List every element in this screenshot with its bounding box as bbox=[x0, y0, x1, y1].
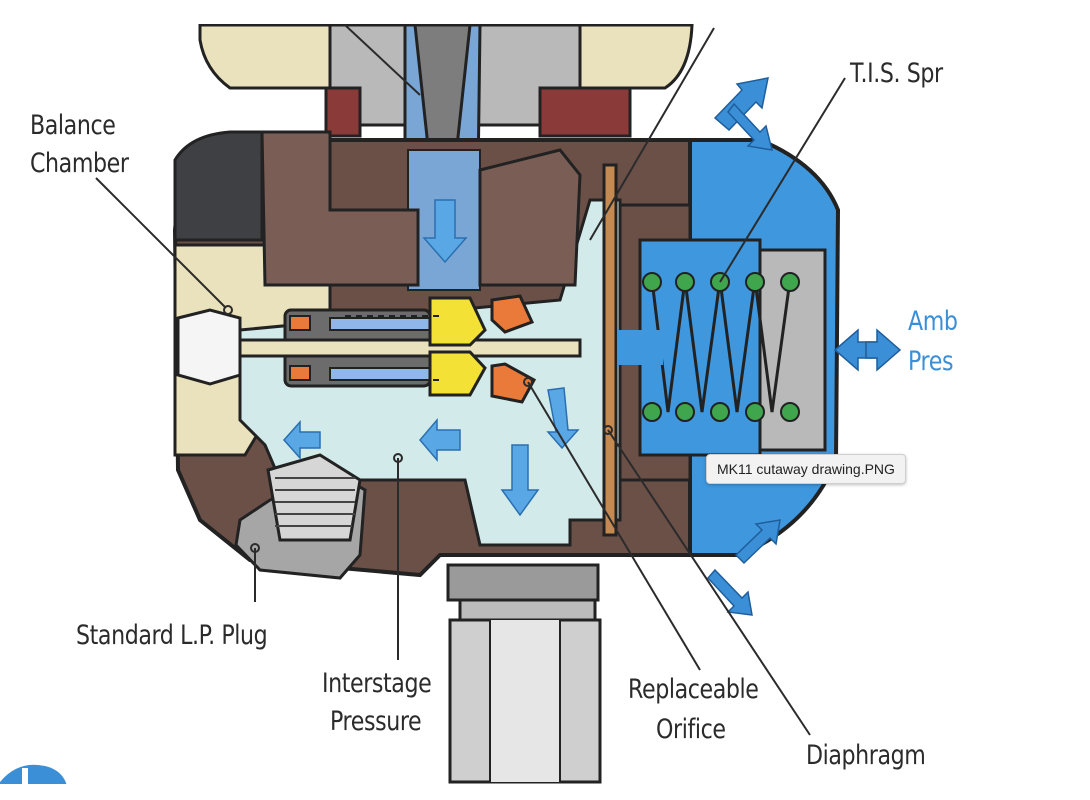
label-diaphragm: Diaphragm bbox=[806, 740, 926, 771]
ambient-arrows bbox=[706, 77, 902, 616]
label-replaceable-line2: Orifice bbox=[656, 714, 726, 745]
label-ambient-line2: Pres bbox=[908, 346, 954, 377]
label-standard-lp-plug: Standard L.P. Plug bbox=[76, 620, 268, 651]
label-balance-chamber-line2: Chamber bbox=[30, 148, 129, 179]
crop-mask bbox=[955, 0, 1090, 800]
label-ambient-line1: Amb bbox=[908, 306, 958, 337]
label-balance-chamber-line1: Balance bbox=[30, 110, 116, 141]
lp-plug bbox=[234, 453, 367, 580]
label-interstage-line1: Interstage bbox=[322, 668, 432, 699]
label-replaceable-line1: Replaceable bbox=[628, 674, 759, 705]
diaphragm-part bbox=[602, 163, 618, 537]
label-tis-spring: T.I.S. Spr bbox=[850, 58, 943, 89]
ambient-chamber bbox=[618, 138, 841, 557]
top-crop-mask bbox=[0, 0, 955, 24]
bottom-crop-mask bbox=[0, 784, 1090, 800]
label-interstage-line2: Pressure bbox=[330, 706, 422, 737]
top-connector bbox=[198, 23, 694, 182]
hose-fitting bbox=[446, 563, 602, 784]
leader-lines bbox=[95, 24, 846, 736]
poppet-assembly bbox=[238, 294, 582, 404]
flow-arrows bbox=[282, 199, 580, 517]
filename-tooltip: MK11 cutaway drawing.PNG bbox=[706, 454, 906, 484]
